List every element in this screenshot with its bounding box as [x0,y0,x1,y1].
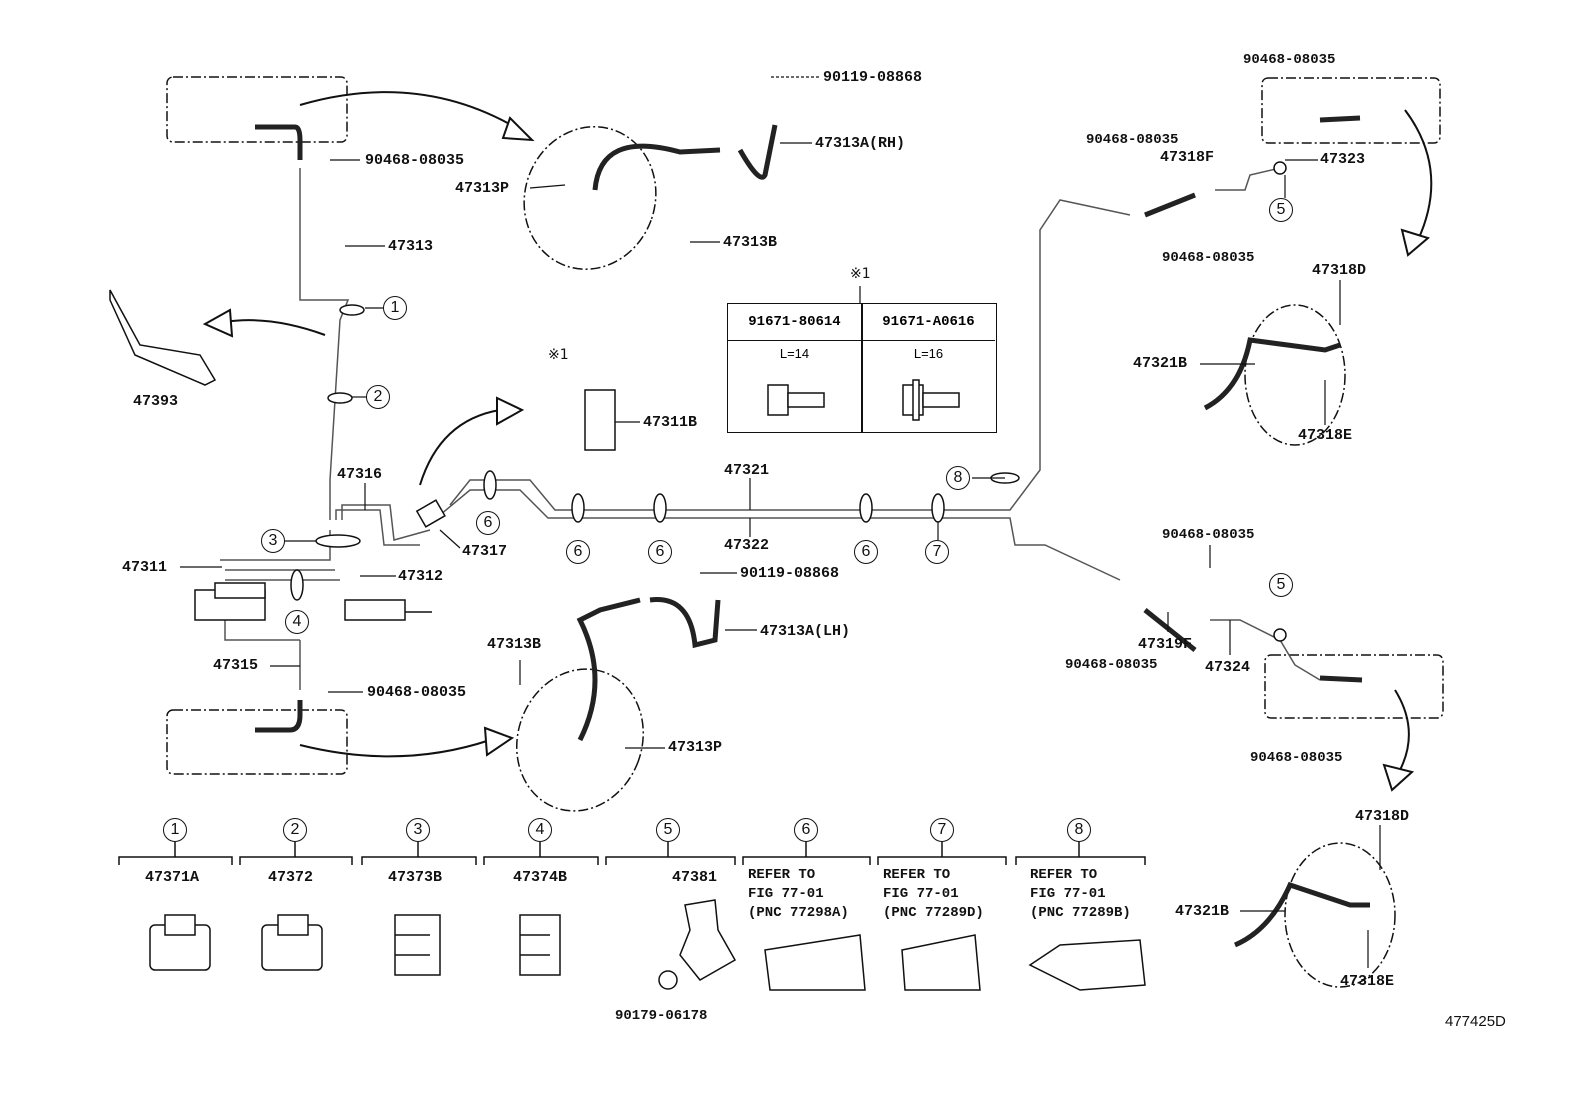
part-label: 47322 [724,537,770,554]
callout-circle: 5 [1269,573,1293,597]
callout-circle: 4 [285,610,309,634]
table-divider [861,304,863,432]
part-label: 47319F [1138,636,1193,653]
legend-callout: 2 [283,818,307,842]
part-label: 90468-08035 [367,684,467,701]
part-label: 47321B [1175,903,1230,920]
part-label: 90468-08035 [1065,657,1158,673]
bolt-length: L=14 [779,346,810,361]
leader-lines [180,76,1381,968]
callout-circle: 6 [566,540,590,564]
clamp-shapes [109,161,1287,642]
legend-sub-part: 90179-06178 [615,1008,708,1024]
bolt-table: 91671-80614 91671-A0616 L=14 L=16 [727,303,997,433]
part-label: 47316 [337,466,383,483]
part-label: 47313B [487,636,542,653]
callout-circle: 5 [1269,198,1293,222]
part-label: 90468-08035 [1086,132,1179,148]
part-label: 90468-08035 [1243,52,1336,68]
diagram-id: 477425D [1445,1013,1506,1030]
part-label: 47313 [388,238,434,255]
legend-callout: 4 [528,818,552,842]
part-label: 47311 [122,559,168,576]
part-label: 47318E [1298,427,1353,444]
part-label: 47393 [133,393,179,410]
part-label: 47321B [1133,355,1188,372]
callout-circle: 2 [366,385,390,409]
bolt-part-number: 91671-80614 [728,304,861,341]
part-label: 90468-08035 [1250,750,1343,766]
part-label: 90119-08868 [823,69,923,86]
legend-reference: REFER TO FIG 77-01 (PNC 77289D) [883,867,984,921]
hoses [255,115,1370,948]
note-mark: ※1 [850,266,871,282]
flow-arrows [202,91,1433,792]
part-label: 47315 [213,657,259,674]
callout-circle: 3 [261,529,285,553]
part-label: 90468-08035 [1162,250,1255,266]
legend-callout: 6 [794,818,818,842]
part-label: 90468-08035 [1162,527,1255,543]
part-label: 47313A(RH) [815,135,906,152]
legend-part-sketches [149,899,1146,991]
part-label: 47313A(LH) [760,623,851,640]
part-label: 90468-08035 [365,152,465,169]
legend-callout: 8 [1067,818,1091,842]
legend-part: 47373B [388,869,443,886]
part-label: 47311B [643,414,698,431]
part-label: 47318D [1312,262,1367,279]
legend-callout: 1 [163,818,187,842]
note-mark: ※1 [548,347,569,363]
legend-callout: 5 [656,818,680,842]
callout-circle: 6 [476,511,500,535]
legend-reference: REFER TO FIG 77-01 (PNC 77289B) [1030,867,1131,921]
legend-reference: REFER TO FIG 77-01 (PNC 77298A) [748,867,849,921]
part-label: 47324 [1205,659,1251,676]
legend-part: 47381 [672,869,718,886]
part-label: 47312 [398,568,444,585]
part-label: 47313P [668,739,723,756]
part-label: 47318F [1160,149,1215,166]
callout-circle: 6 [854,540,878,564]
bolt-length: L=16 [913,346,944,361]
part-label: 47321 [724,462,770,479]
bolt-part-number: 91671-A0616 [862,304,995,341]
part-label: 47318E [1340,973,1395,990]
legend-callout: 7 [930,818,954,842]
callout-circle: 8 [946,466,970,490]
part-label: 47313P [455,180,510,197]
part-label: 47318D [1355,808,1410,825]
callout-circle: 1 [383,296,407,320]
legend-part: 47372 [268,869,314,886]
part-label: 47313B [723,234,778,251]
legend-brackets [118,842,1146,865]
legend-part: 47371A [145,869,200,886]
part-label: 47323 [1320,151,1366,168]
part-label: 90119-08868 [740,565,840,582]
detail-boxes [166,76,1444,988]
part-label: 47317 [462,543,508,560]
callout-circle: 7 [925,540,949,564]
callout-circle: 6 [648,540,672,564]
legend-callout: 3 [406,818,430,842]
legend-part: 47374B [513,869,568,886]
